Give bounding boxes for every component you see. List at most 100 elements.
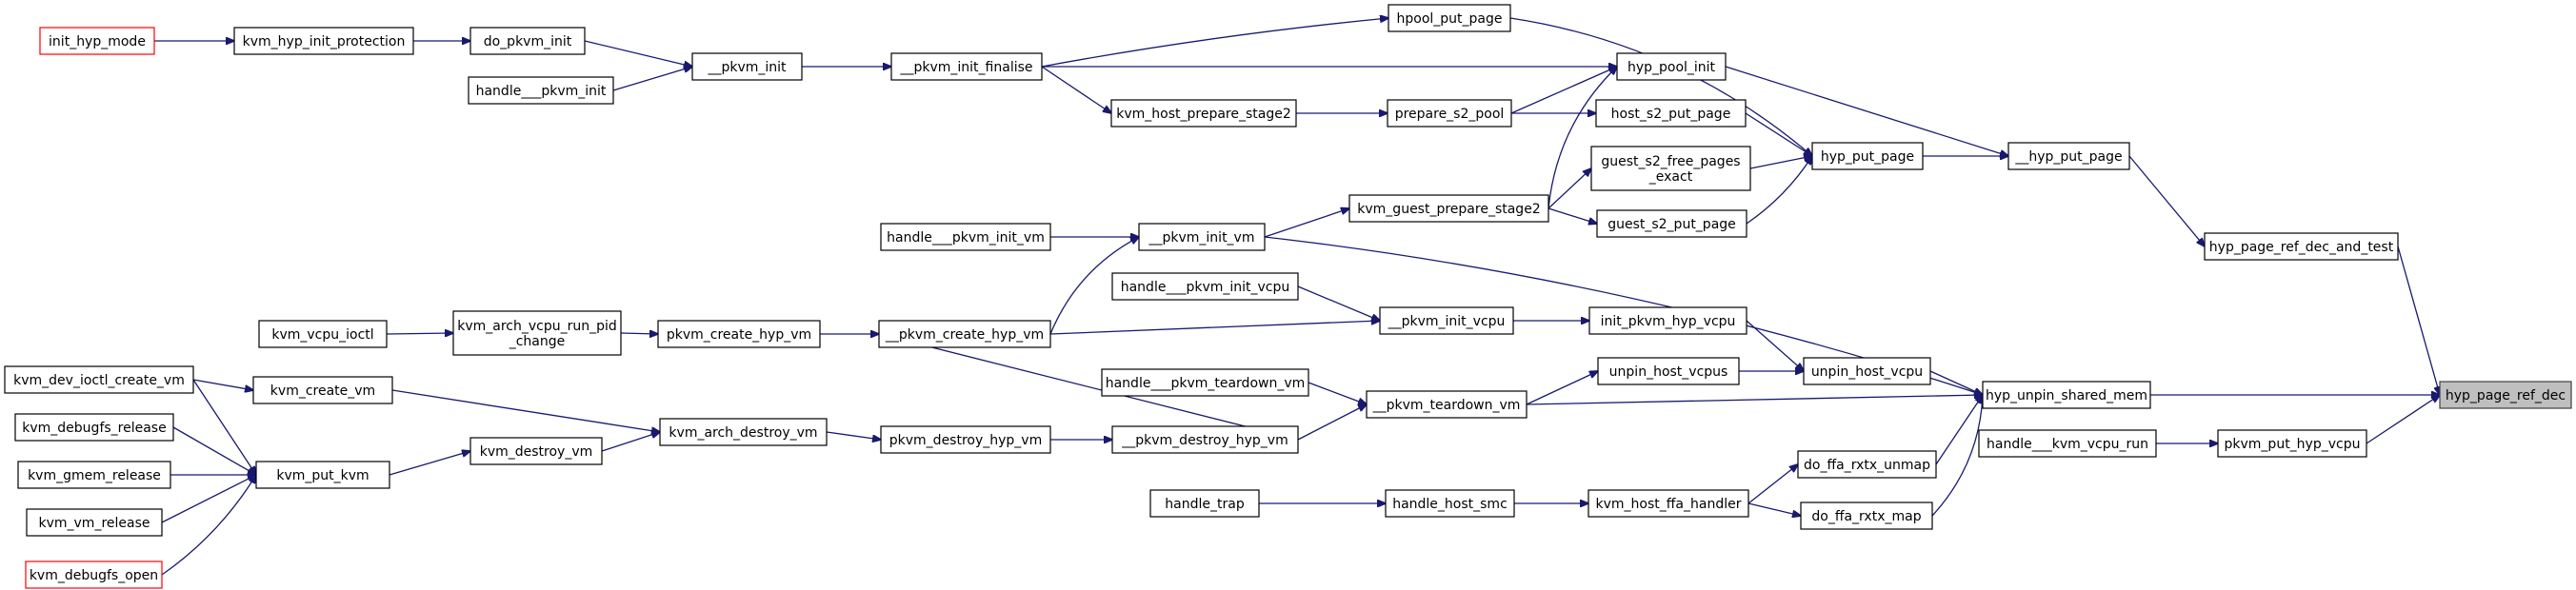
- node-box: [2204, 232, 2399, 261]
- node-box: [890, 52, 1043, 81]
- node-label: kvm_arch_destroy_vm: [669, 425, 817, 441]
- graph-node-kvm-arch-destroy-vm[interactable]: kvm_arch_destroy_vm: [659, 418, 828, 446]
- node-box: [452, 310, 622, 356]
- graph-node-hpool-put-page[interactable]: hpool_put_page: [1388, 4, 1511, 32]
- call-edge: [1548, 168, 1591, 209]
- graph-node-do-pkvm-init[interactable]: do_pkvm_init: [469, 27, 586, 55]
- node-label: do_pkvm_init: [484, 34, 572, 49]
- graph-node-handle-trap[interactable]: handle_trap: [1149, 489, 1260, 518]
- graph-node-kvm-vcpu-ioctl[interactable]: kvm_vcpu_ioctl: [258, 320, 388, 348]
- node-box: [258, 320, 388, 348]
- node-box: [1588, 306, 1747, 335]
- graph-node-init-pkvm-hyp-vcpu[interactable]: init_pkvm_hyp_vcpu: [1588, 306, 1747, 335]
- call-edge: [1308, 382, 1367, 404]
- call-edge: [1745, 112, 1812, 156]
- graph-node-kvm-debugfs-release[interactable]: kvm_debugfs_release: [14, 413, 174, 442]
- graph-node-unpin-host-vcpus[interactable]: unpin_host_vcpus: [1597, 357, 1740, 385]
- node-label: guest_s2_put_page: [1608, 217, 1736, 232]
- graph-node-kvm-destroy-vm[interactable]: kvm_destroy_vm: [469, 437, 603, 465]
- node-box: [2439, 381, 2572, 409]
- node-label: handle_trap: [1165, 497, 1245, 512]
- node-box: [469, 27, 586, 55]
- graph-node-hyp-page-ref-dec-and-test[interactable]: hyp_page_ref_dec_and_test: [2204, 232, 2399, 261]
- graph-node-hyp-put-page[interactable]: __hyp_put_page: [2007, 142, 2130, 170]
- node-layer: init_hyp_mode kvm_hyp_init_protection do_p…: [4, 4, 2572, 589]
- edge-layer: [153, 18, 2440, 576]
- graph-node-prepare-s2-pool[interactable]: prepare_s2_pool: [1387, 99, 1512, 128]
- graph-node-pkvm-init[interactable]: __pkvm_init: [691, 52, 803, 81]
- graph-node-init-hyp-mode[interactable]: init_hyp_mode: [39, 27, 155, 55]
- call-edge: [1931, 395, 1983, 517]
- graph-node-handle-pkvm-teardown-vm[interactable]: handle___pkvm_teardown_vm: [1101, 368, 1309, 397]
- graph-node-pkvm-create-hyp-vm[interactable]: __pkvm_create_hyp_vm: [878, 320, 1051, 348]
- node-label: kvm_hyp_init_protection: [243, 34, 406, 49]
- graph-node-pkvm-destroy-hyp-vm[interactable]: __pkvm_destroy_hyp_vm: [1111, 425, 1299, 454]
- graph-node-do-ffa-rxtx-unmap[interactable]: do_ffa_rxtx_unmap: [1797, 450, 1937, 479]
- node-label: unpin_host_vcpu: [1811, 364, 1923, 380]
- node-box: [1138, 223, 1266, 251]
- node-label: kvm_debugfs_open: [30, 568, 158, 583]
- call-edge: [601, 432, 660, 452]
- graph-node-kvm-vm-release[interactable]: kvm_vm_release: [26, 508, 163, 537]
- graph-node-pkvm-init-finalise[interactable]: __pkvm_init_finalise: [890, 52, 1043, 81]
- node-label: kvm_gmem_release: [28, 468, 161, 483]
- call-edge: [192, 379, 256, 475]
- node-label: handle___pkvm_init: [476, 84, 607, 99]
- graph-node-pkvm-destroy-hyp-vm[interactable]: pkvm_destroy_hyp_vm: [880, 425, 1051, 454]
- graph-node-kvm-arch-vcpu-run-pid-change[interactable]: kvm_arch_vcpu_run_pid_change: [452, 310, 622, 356]
- node-box: [26, 508, 163, 537]
- graph-node-handle-pkvm-init-vcpu[interactable]: handle___pkvm_init_vcpu: [1111, 272, 1299, 301]
- graph-node-pkvm-create-hyp-vm[interactable]: pkvm_create_hyp_vm: [657, 320, 821, 348]
- graph-node-kvm-host-prepare-stage2[interactable]: kvm_host_prepare_stage2: [1110, 99, 1297, 128]
- node-label: hyp_page_ref_dec_and_test: [2209, 240, 2394, 255]
- graph-node-pkvm-init-vcpu[interactable]: __pkvm_init_vcpu: [1379, 306, 1514, 335]
- graph-node-pkvm-put-hyp-vcpu[interactable]: pkvm_put_hyp_vcpu: [2217, 429, 2367, 458]
- graph-node-kvm-debugfs-open[interactable]: kvm_debugfs_open: [25, 560, 163, 589]
- call-edge: [1297, 285, 1380, 321]
- graph-node-kvm-host-ffa-handler[interactable]: kvm_host_ffa_handler: [1588, 489, 1749, 518]
- call-edge: [1041, 18, 1388, 68]
- node-box: [659, 418, 828, 446]
- call-edge: [1747, 464, 1798, 504]
- graph-node-guest-s2-put-page[interactable]: guest_s2_put_page: [1596, 209, 1747, 238]
- graph-node-handle-pkvm-init-vm[interactable]: handle___pkvm_init_vm: [880, 223, 1051, 251]
- node-box: [880, 223, 1051, 251]
- graph-node-guest-s2-free-pages-exact[interactable]: guest_s2_free_pages_exact: [1590, 146, 1751, 191]
- node-label: handle___pkvm_init_vm: [887, 230, 1045, 246]
- graph-node-pkvm-teardown-vm[interactable]: __pkvm_teardown_vm: [1366, 390, 1528, 419]
- graph-node-kvm-dev-ioctl-create-vm[interactable]: kvm_dev_ioctl_create_vm: [4, 365, 194, 394]
- node-box: [468, 76, 614, 105]
- graph-node-kvm-create-vm[interactable]: kvm_create_vm: [252, 376, 393, 404]
- graph-node-handle-host-smc[interactable]: handle_host_smc: [1385, 489, 1515, 518]
- graph-node-kvm-gmem-release[interactable]: kvm_gmem_release: [17, 461, 171, 489]
- graph-node-unpin-host-vcpu[interactable]: unpin_host_vcpu: [1803, 357, 1931, 385]
- node-label: kvm_dev_ioctl_create_vm: [13, 373, 185, 388]
- call-edge: [1746, 156, 1812, 225]
- node-box: [1616, 52, 1727, 81]
- graph-node-kvm-hyp-init-protection[interactable]: kvm_hyp_init_protection: [233, 27, 414, 55]
- graph-node-host-s2-put-page[interactable]: host_s2_put_page: [1595, 99, 1747, 128]
- graph-node-kvm-guest-prepare-stage2[interactable]: kvm_guest_prepare_stage2: [1348, 194, 1549, 223]
- node-box: [1588, 489, 1749, 518]
- call-edge: [172, 426, 256, 475]
- graph-node-hyp-page-ref-dec[interactable]: hyp_page_ref_dec: [2439, 381, 2572, 409]
- node-box: [1110, 99, 1297, 128]
- node-label: kvm_debugfs_release: [22, 421, 166, 436]
- call-edge: [826, 431, 881, 440]
- node-label: hyp_page_ref_dec: [2446, 388, 2566, 403]
- node-label: _change: [509, 334, 566, 349]
- call-edge: [2397, 246, 2440, 395]
- node-label: handle___pkvm_init_vcpu: [1121, 280, 1290, 295]
- call-edge: [1929, 370, 1983, 395]
- graph-node-hyp-put-page[interactable]: hyp_put_page: [1811, 142, 1924, 170]
- node-label: kvm_put_kvm: [276, 468, 369, 483]
- graph-node-do-ffa-rxtx-map[interactable]: do_ffa_rxtx_map: [1800, 502, 1933, 530]
- node-label: __pkvm_init_vm: [1148, 230, 1255, 246]
- node-label: kvm_create_vm: [270, 384, 375, 399]
- graph-node-handle-pkvm-init[interactable]: handle___pkvm_init: [468, 76, 614, 105]
- graph-node-handle-kvm-vcpu-run[interactable]: handle___kvm_vcpu_run: [1978, 429, 2157, 458]
- graph-node-pkvm-init-vm[interactable]: __pkvm_init_vm: [1138, 223, 1266, 251]
- graph-node-hyp-unpin-shared-mem[interactable]: hyp_unpin_shared_mem: [1982, 381, 2151, 409]
- graph-node-kvm-put-kvm[interactable]: kvm_put_kvm: [255, 461, 390, 489]
- graph-node-hyp-pool-init[interactable]: hyp_pool_init: [1616, 52, 1727, 81]
